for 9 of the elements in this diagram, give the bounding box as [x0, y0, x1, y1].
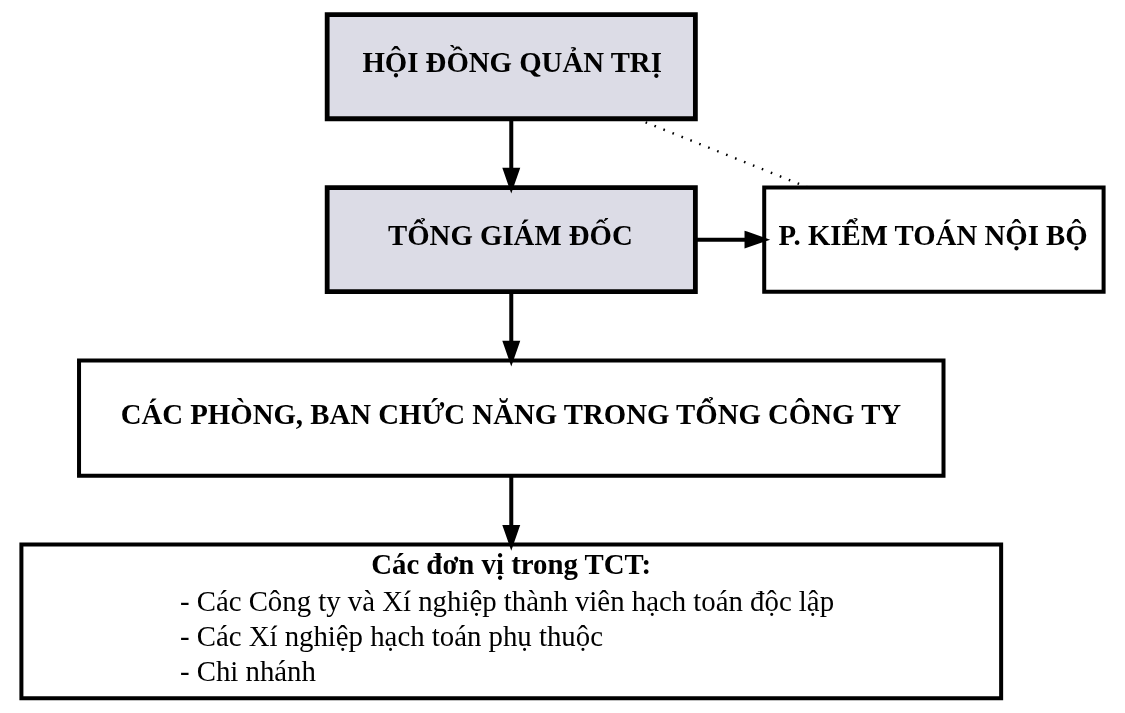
- node-box: P. KIỂM TOÁN NỘI BỘ: [762, 185, 1106, 294]
- arrow: [502, 291, 521, 367]
- arrow: [695, 230, 771, 249]
- node-box: TỔNG GIÁM ĐỐC: [324, 185, 698, 295]
- arrow: [502, 476, 521, 551]
- arrow: [502, 118, 521, 194]
- node-box: HỘI ĐỒNG QUẢN TRỊ: [324, 12, 698, 122]
- node-box: CÁC PHÒNG, BAN CHỨC NĂNG TRONG TỔNG CÔNG TY: [77, 358, 946, 478]
- node-box: Các đơn vị trong TCT: - Các Công ty và Xí nghiệp thành viên hạch toán độc lập - Các Xí nghiệp hạch toán phụ thuộc - Chi nhánh: [19, 542, 1004, 701]
